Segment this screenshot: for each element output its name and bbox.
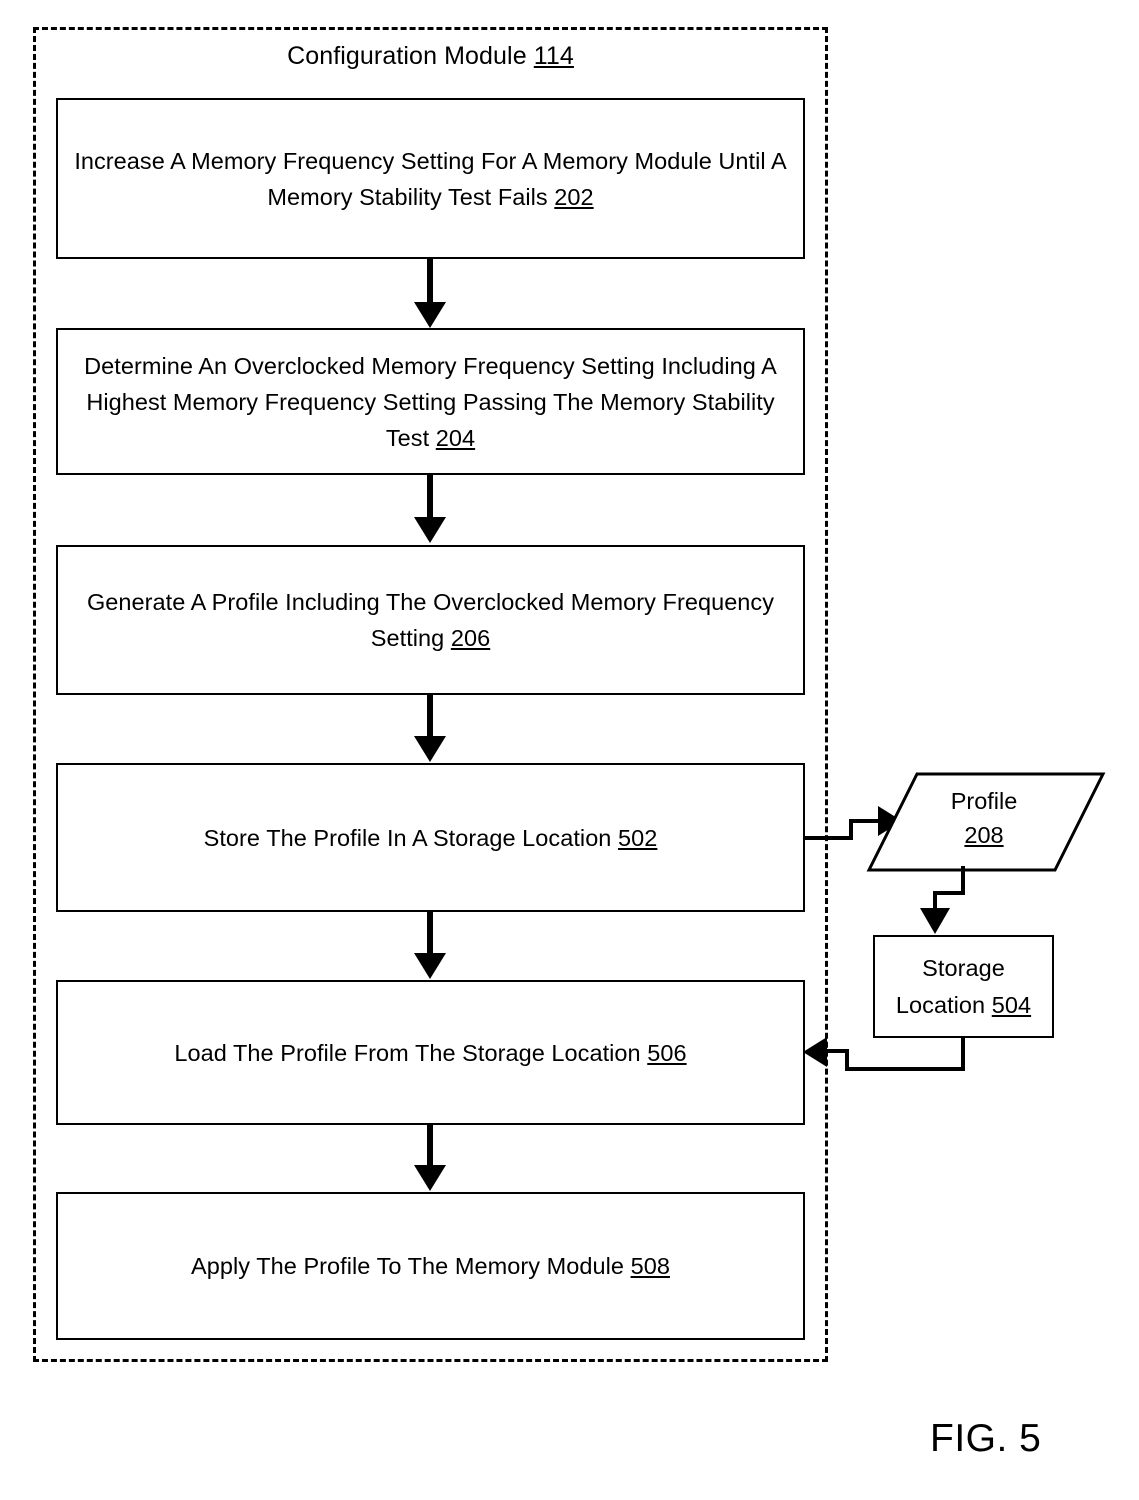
process-box-206-text: Generate A Profile Including The Overclo… — [68, 584, 793, 656]
process-box-506: Load The Profile From The Storage Locati… — [56, 980, 805, 1125]
connector-storage-to-506-segment-3 — [845, 1049, 849, 1071]
storage-location-reference: 504 — [991, 991, 1032, 1018]
connector-storage-to-506-segment-1 — [961, 1038, 965, 1071]
process-box-204-text: Determine An Overclocked Memory Frequenc… — [68, 348, 793, 456]
profile-label-group: Profile 208 — [889, 784, 1079, 852]
connector-204-to-206 — [427, 475, 433, 519]
figure-caption: FIG. 5 — [930, 1417, 1042, 1460]
process-box-502-text: Store The Profile In A Storage Location … — [204, 820, 658, 856]
connector-506-to-508 — [427, 1125, 433, 1167]
storage-location-label: Storage Location — [895, 954, 1005, 1018]
step-206-reference: 206 — [450, 625, 491, 651]
step-204-label: Determine An Overclocked Memory Frequenc… — [84, 352, 777, 451]
arrowhead-204-to-206-icon — [414, 517, 446, 543]
step-508-reference: 508 — [630, 1253, 670, 1279]
connector-profile-to-storage-segment-2 — [933, 891, 965, 895]
arrowhead-206-to-502-icon — [414, 736, 446, 762]
connector-profile-to-storage-segment-1 — [961, 866, 965, 895]
arrowhead-profile-to-storage-icon — [920, 908, 950, 934]
arrowhead-202-to-204-icon — [414, 302, 446, 328]
storage-location-text: Storage Location 504 — [875, 950, 1052, 1024]
profile-label-text: Profile — [950, 788, 1018, 814]
step-502-label: Store The Profile In A Storage Location — [203, 824, 619, 851]
process-box-508: Apply The Profile To The Memory Module 5… — [56, 1192, 805, 1340]
process-box-508-text: Apply The Profile To The Memory Module 5… — [191, 1248, 670, 1284]
connector-storage-to-506-segment-4 — [824, 1049, 849, 1053]
connector-502-to-506 — [427, 912, 433, 955]
step-202-label: Increase A Memory Frequency Setting For … — [74, 147, 787, 210]
step-502-reference: 502 — [618, 824, 658, 851]
arrowhead-506-to-508-icon — [414, 1165, 446, 1191]
connector-206-to-502 — [427, 695, 433, 738]
connector-202-to-204 — [427, 259, 433, 304]
connector-502-to-profile-segment-2 — [849, 819, 853, 840]
module-title-reference: 114 — [533, 42, 574, 70]
step-206-label: Generate A Profile Including The Overclo… — [86, 589, 775, 651]
process-box-202-text: Increase A Memory Frequency Setting For … — [68, 143, 793, 215]
process-box-506-text: Load The Profile From The Storage Locati… — [174, 1035, 686, 1071]
step-506-reference: 506 — [647, 1039, 687, 1066]
arrowhead-storage-to-506-icon — [803, 1037, 827, 1067]
step-506-label: Load The Profile From The Storage Locati… — [174, 1039, 648, 1066]
module-title-text: Configuration Module — [287, 42, 534, 70]
configuration-module-boundary — [33, 27, 828, 1362]
process-box-202: Increase A Memory Frequency Setting For … — [56, 98, 805, 259]
step-508-label: Apply The Profile To The Memory Module — [191, 1253, 631, 1279]
profile-data-shape — [866, 771, 1106, 873]
process-box-502: Store The Profile In A Storage Location … — [56, 763, 805, 912]
step-202-reference: 202 — [554, 183, 594, 210]
storage-location-box: Storage Location 504 — [873, 935, 1054, 1038]
arrowhead-502-to-506-icon — [414, 953, 446, 979]
configuration-module-title: Configuration Module 114 — [33, 40, 828, 72]
connector-502-to-profile-segment-1 — [805, 836, 853, 840]
process-box-204: Determine An Overclocked Memory Frequenc… — [56, 328, 805, 475]
profile-reference: 208 — [964, 822, 1004, 848]
connector-storage-to-506-segment-2 — [845, 1067, 965, 1071]
process-box-206: Generate A Profile Including The Overclo… — [56, 545, 805, 695]
connector-profile-to-storage-segment-3 — [933, 891, 937, 912]
connector-502-to-profile-segment-3 — [849, 819, 881, 823]
step-204-reference: 204 — [435, 424, 476, 451]
